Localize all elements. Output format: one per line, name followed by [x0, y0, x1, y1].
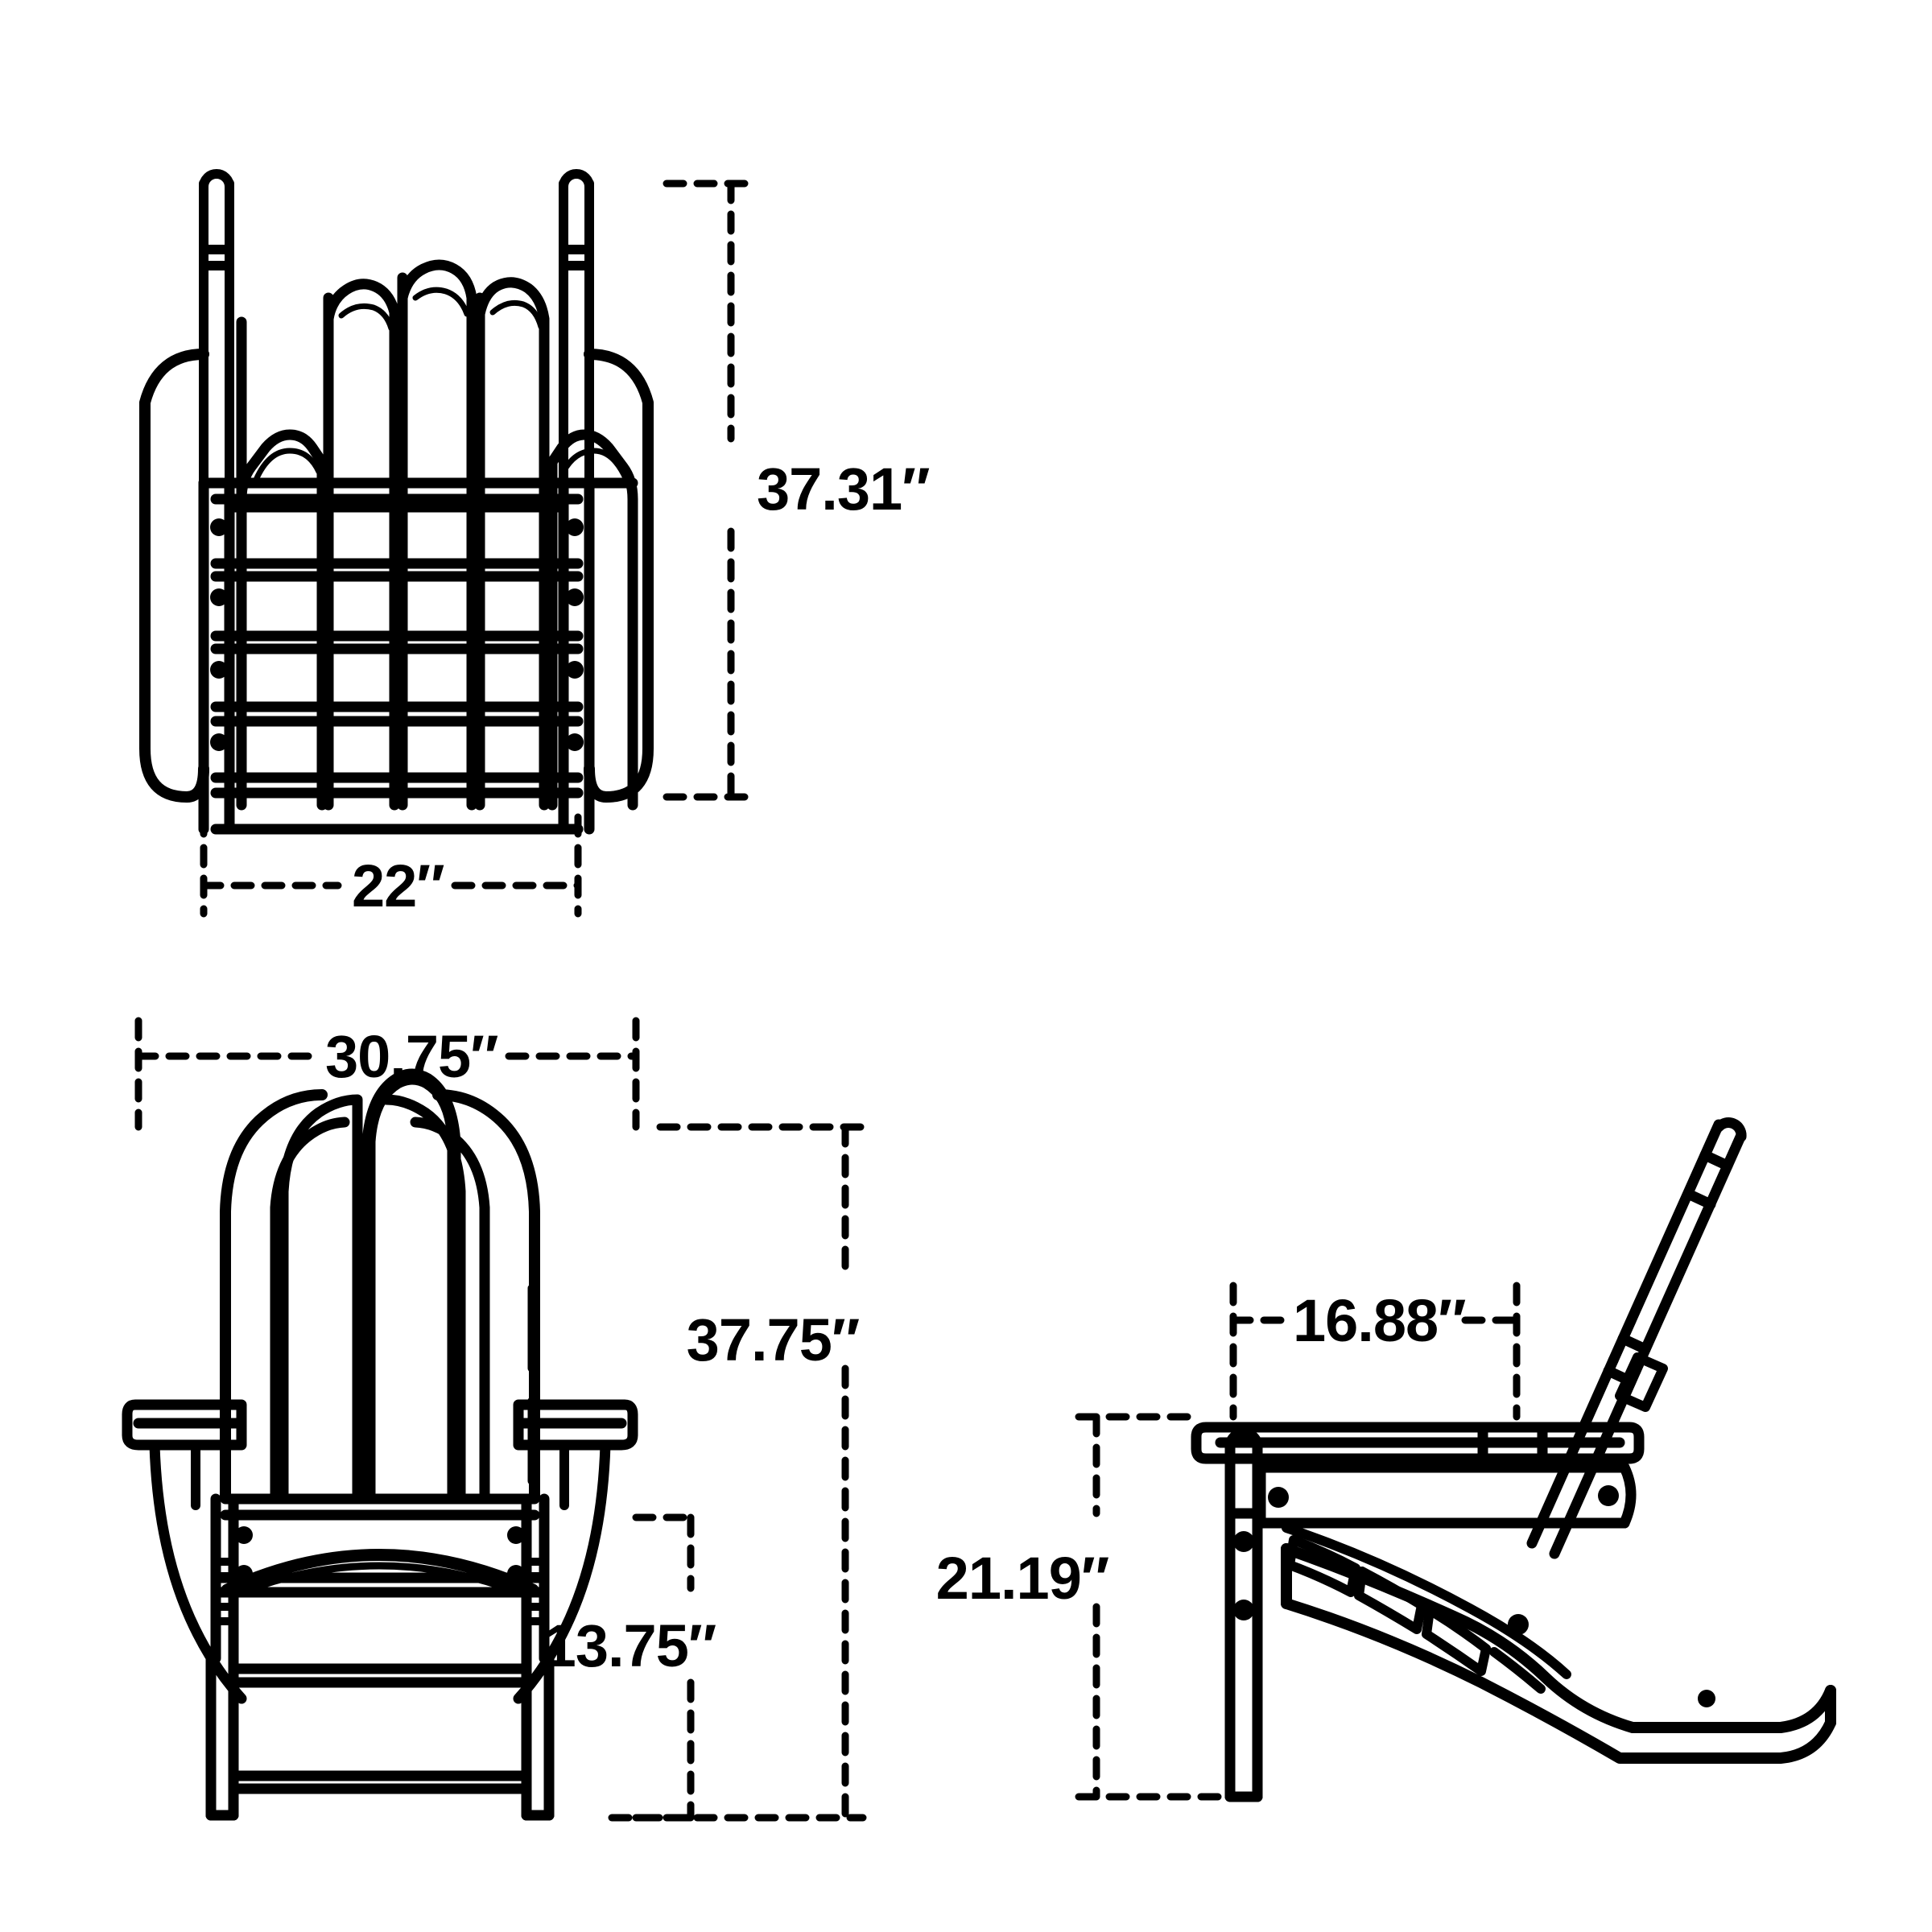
front-view-right-armrest [513, 1399, 638, 1451]
front-view-seat-apron [221, 1549, 539, 1596]
dimension-front-height-label: 37.75″ [687, 1307, 860, 1373]
back-view-left-arm [139, 349, 209, 803]
dimension-front-width-label: 30.75″ [325, 1023, 498, 1090]
front-view [122, 1068, 638, 1821]
back-view-left-post [199, 169, 234, 488]
dimension-back-width-label: 22″ [352, 852, 444, 919]
front-view-left-armrest [122, 1399, 247, 1451]
front-view-center-slat [365, 1074, 458, 1503]
dimension-back-height-label: 37.31″ [757, 456, 930, 522]
dimension-seat-depth [1229, 1282, 1521, 1421]
front-view-stile-ticks [212, 1558, 548, 1625]
side-view-armrest [1191, 1422, 1645, 1464]
dimension-seat-height [608, 1513, 695, 1822]
dimension-arm-height [1075, 1413, 1228, 1801]
side-view-front-leg-fasteners [1233, 1531, 1254, 1620]
front-view-fasteners [235, 1526, 525, 1583]
back-view-right-arm [584, 349, 654, 803]
side-view-back-bracket [1615, 1352, 1668, 1412]
front-view-stretcher [228, 1663, 532, 1794]
side-view [1191, 1117, 1836, 1802]
dimension-front-width [134, 1017, 640, 1131]
back-view-horizontal-slats [210, 493, 584, 835]
dimension-back-width [200, 813, 582, 918]
dimension-back-height [663, 180, 753, 801]
side-view-seat-slats [1285, 1535, 1546, 1694]
front-view-back-wing-right [432, 1089, 540, 1503]
side-view-back-post [1608, 1117, 1747, 1377]
front-view-right-arm-bracket [513, 1439, 611, 1704]
back-view-slat-inner-lines [253, 287, 630, 483]
side-view-front-leg [1224, 1427, 1263, 1802]
back-view-fasteners [210, 518, 584, 751]
front-view-back-wing-left [220, 1089, 328, 1503]
side-view-arm-rail-fasteners [1268, 1485, 1619, 1508]
front-view-slat-seams [276, 1274, 535, 1485]
side-view-seat-top-edge [1282, 1523, 1571, 1679]
dimension-arm-height-label: 21.19″ [936, 1545, 1109, 1612]
front-view-left-arm-bracket [149, 1439, 247, 1704]
back-view [139, 169, 654, 835]
dimension-seat-depth-label: 16.88″ [1293, 1287, 1466, 1354]
dimension-seat-height-label: 13.75″ [543, 1612, 716, 1679]
